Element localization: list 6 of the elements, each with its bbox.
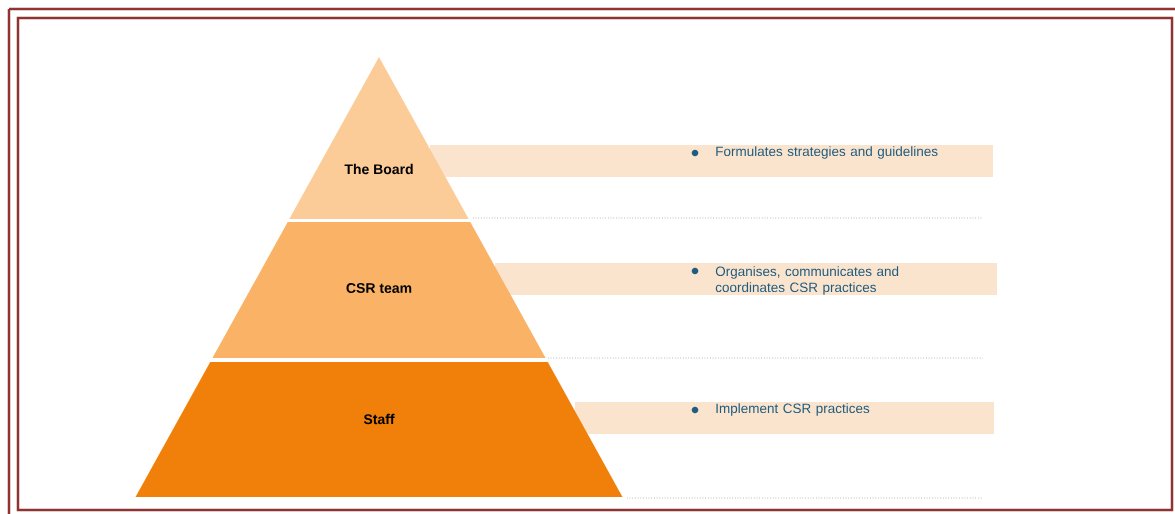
text-band: Organises, communicates and coordinates CSR practices bbox=[495, 263, 997, 295]
text-band: Implement CSR practices bbox=[575, 402, 994, 434]
pyramid-tier: CSR team bbox=[212, 222, 546, 358]
text-band: Formulates strategies and guidelines bbox=[430, 145, 993, 177]
pyramid-tier: Staff bbox=[135, 362, 623, 497]
pyramid-tier: The Board bbox=[289, 57, 469, 219]
